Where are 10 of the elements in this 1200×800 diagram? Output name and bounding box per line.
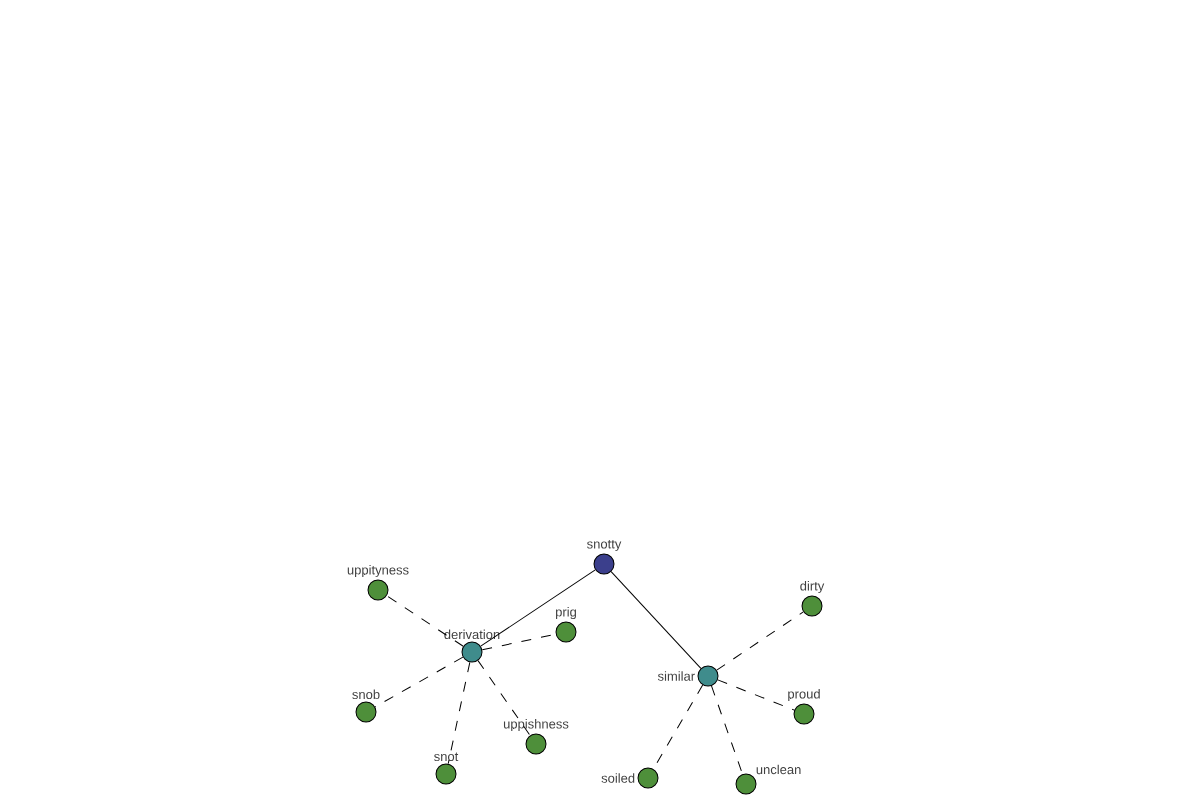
dashed-line: [386, 595, 464, 647]
dashed-line: [717, 679, 795, 711]
line: [610, 571, 702, 669]
dashed-line: [477, 660, 531, 736]
dashed-line: [481, 633, 557, 651]
dashed-line: [711, 685, 743, 775]
dashed-line: [374, 656, 464, 708]
dashed-line: [716, 611, 804, 671]
dashed-line: [447, 661, 471, 765]
line: [480, 569, 596, 647]
